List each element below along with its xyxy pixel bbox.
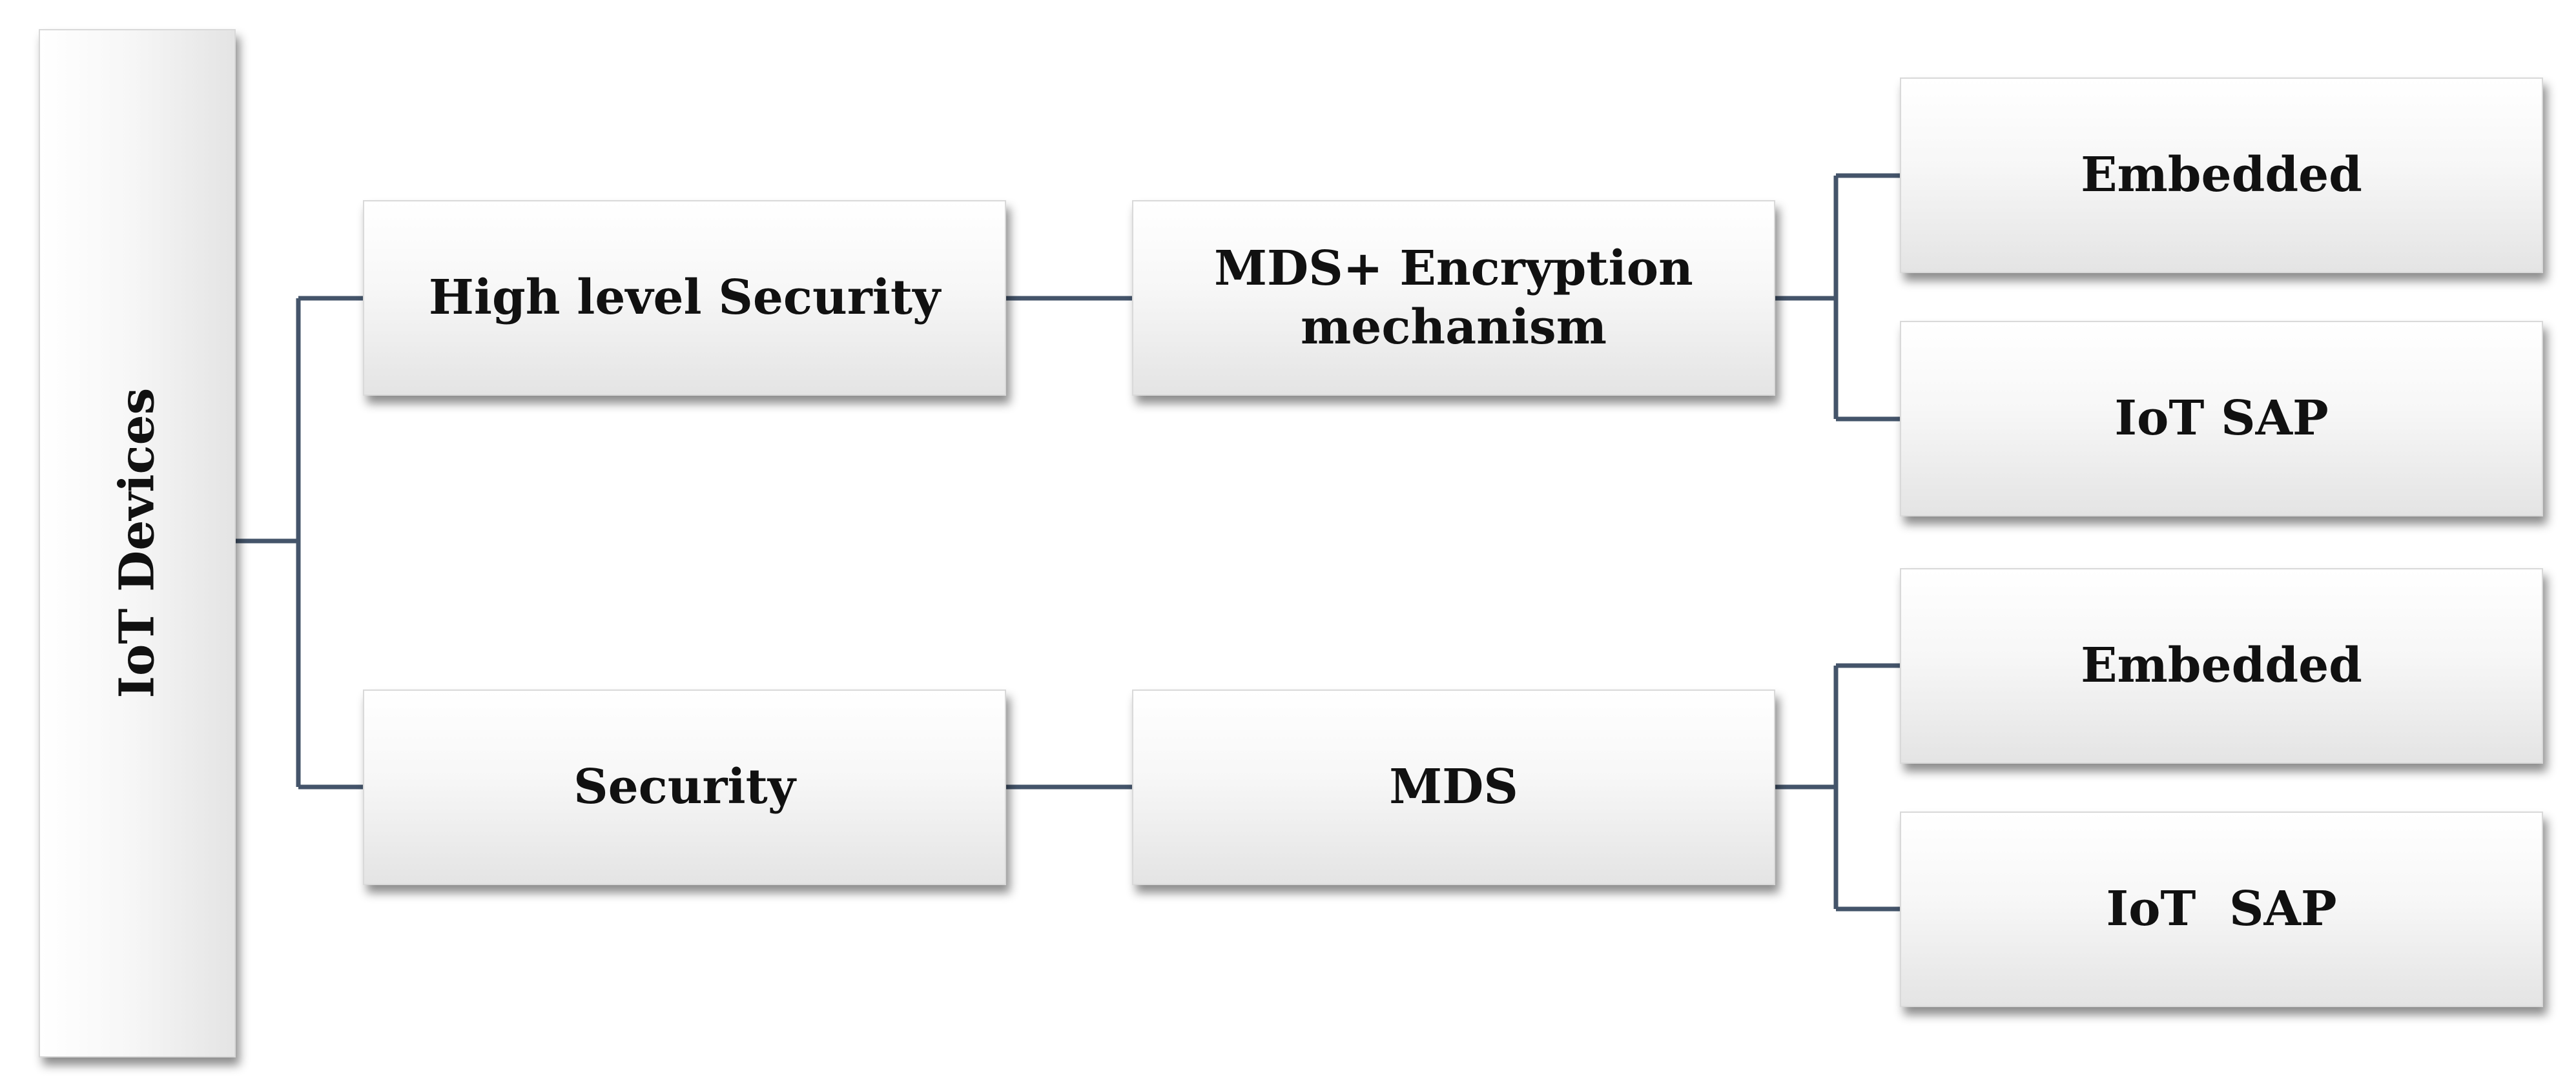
connector-mds-encryption-to-leaves <box>1775 173 1900 422</box>
connector-root-to-branches <box>236 296 363 790</box>
iot-sap-node-upper: IoT SAP <box>1900 321 2543 516</box>
mds-label: MDS <box>1389 759 1518 815</box>
iot-sap-node-lower: IoT SAP <box>1900 812 2543 1007</box>
high-level-security-node: High level Security <box>363 200 1006 396</box>
mds-encryption-mechanism-node: MDS+ Encryption mechanism <box>1132 200 1775 396</box>
embedded-label-lower: Embedded <box>2081 638 2362 694</box>
iot-devices-label: IoT Devices <box>109 388 165 699</box>
iot-devices-node: IoT Devices <box>39 29 236 1057</box>
embedded-label-upper: Embedded <box>2081 147 2362 203</box>
embedded-node-upper: Embedded <box>1900 77 2543 273</box>
iot-sap-label-upper: IoT SAP <box>2114 391 2329 447</box>
high-level-security-label: High level Security <box>428 270 941 326</box>
mds-node: MDS <box>1132 689 1775 885</box>
embedded-node-lower: Embedded <box>1900 568 2543 764</box>
connector-mds-to-leaves <box>1775 663 1900 912</box>
iot-sap-label-lower: IoT SAP <box>2106 881 2337 937</box>
security-label: Security <box>573 759 796 815</box>
security-node: Security <box>363 689 1006 885</box>
mds-encryption-mechanism-label: MDS+ Encryption mechanism <box>1214 241 1693 355</box>
